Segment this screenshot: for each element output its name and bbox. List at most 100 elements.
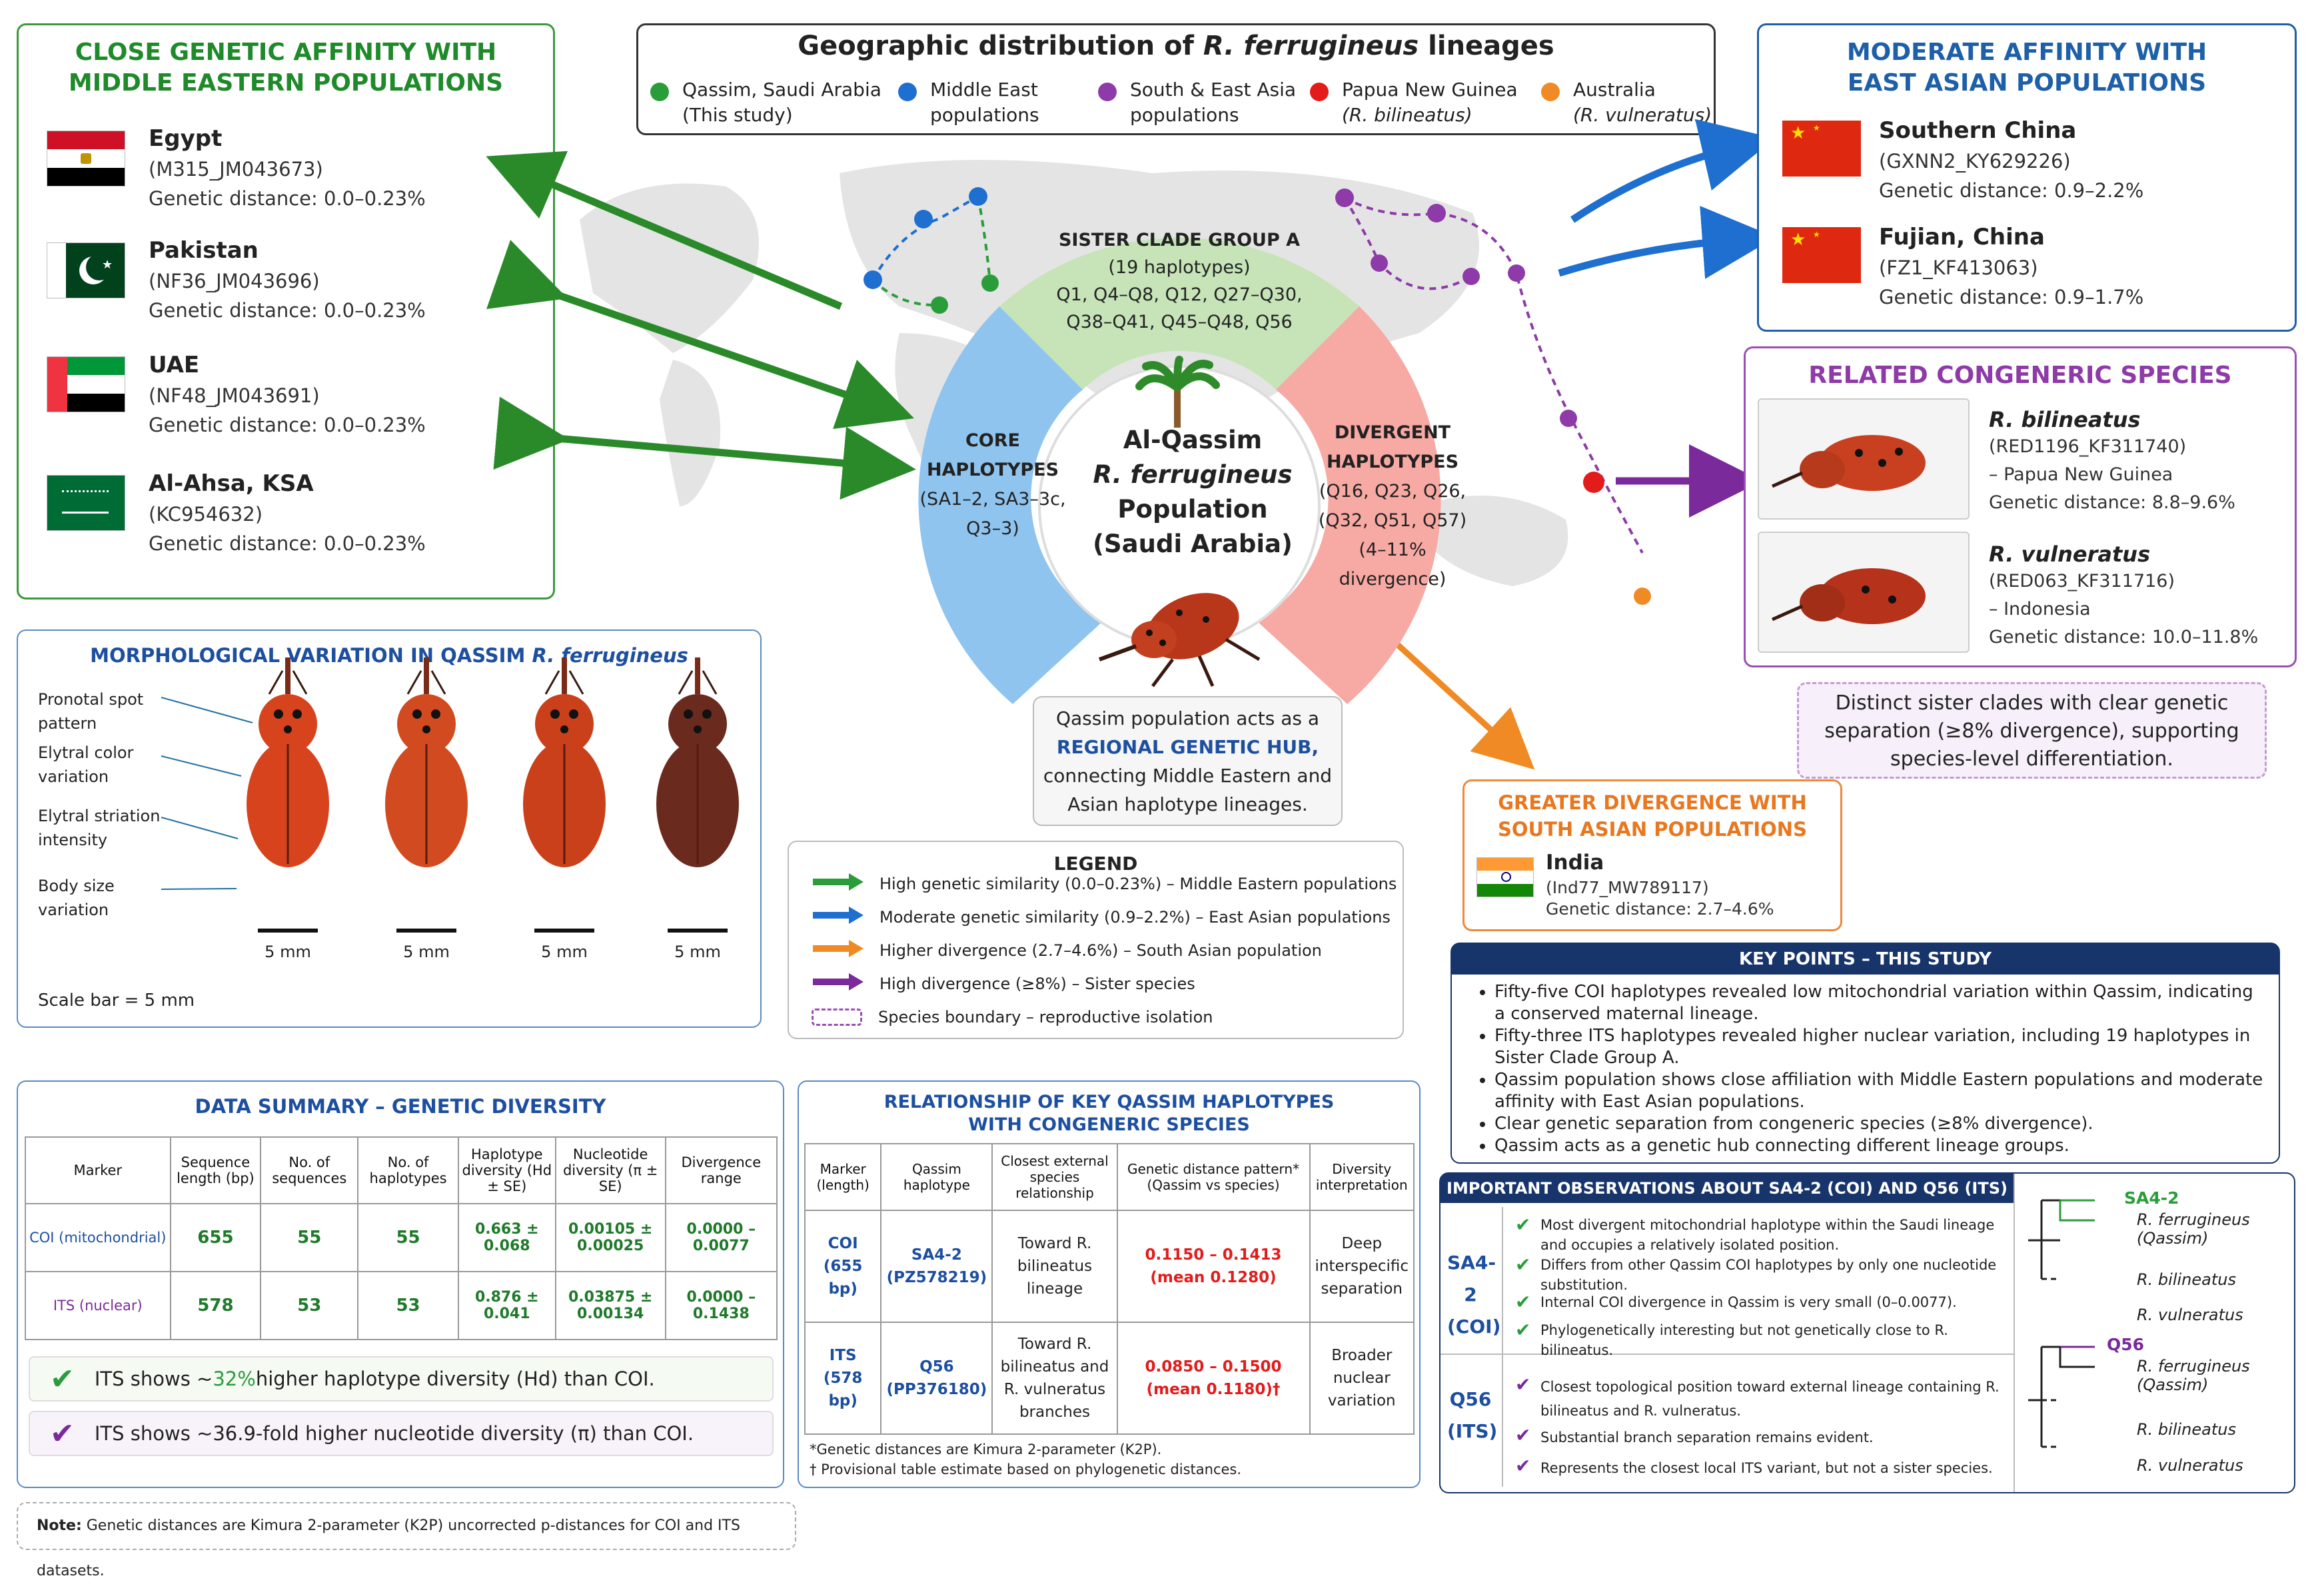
legend-arrow-icon (812, 939, 865, 963)
vulneratus-photo (1758, 532, 1970, 653)
key-point: Clear genetic separation from congeneric… (1494, 1113, 2263, 1135)
legend-panel: LEGEND (788, 841, 1404, 1039)
legend-item: Higher divergence (2.7–4.6%) – South Asi… (812, 938, 1322, 963)
observation-item: Represents the closest local ITS variant… (1540, 1460, 1993, 1476)
column-header: Divergence range (664, 1136, 778, 1204)
table-cell: 0.1150 – 0.1413 (mean 0.1280) (1116, 1210, 1311, 1323)
table-cell: Broader nuclear variation (1309, 1322, 1415, 1435)
country-name: Southern China (1879, 117, 2077, 144)
map-legend-item: Australia(R. vulneratus) (1541, 77, 1712, 128)
species-boundary-note: Distinct sister clades with clear geneti… (1797, 682, 2267, 779)
table-cell: Deep interspecific separation (1309, 1210, 1415, 1323)
table-cell: 53 (260, 1271, 359, 1340)
key-points-panel: KEY POINTS – THIS STUDY Fifty-five COI h… (1451, 943, 2280, 1164)
table-cell: 0.0850 – 0.1500 (mean 0.1180)† (1116, 1322, 1311, 1435)
genetic-distance: Genetic distance: 0.0–0.23% (149, 187, 426, 210)
table-cell: COI (mitochondrial) (25, 1203, 171, 1272)
column-header: No. of sequences (260, 1136, 359, 1204)
column-header: No. of haplotypes (357, 1136, 459, 1204)
page-title: Geographic distribution of R. ferrugineu… (798, 31, 1554, 61)
scale-bar-label: 5 mm (265, 943, 311, 961)
locality: – Papua New Guinea (1989, 464, 2173, 485)
column-header: Qassim haplotype (880, 1143, 993, 1211)
table-cell: 0.0000 – 0.0077 (664, 1203, 778, 1272)
observation-item: Differs from other Qassim COI haplotypes… (1540, 1257, 1997, 1293)
check-icon: ✔ (1515, 1254, 1531, 1276)
legend-title: LEGEND (1053, 853, 1138, 875)
observation-item: Substantial branch separation remains ev… (1540, 1429, 1874, 1445)
table-cell: 55 (260, 1203, 359, 1272)
genetic-distance: Genetic distance: 0.0–0.23% (149, 532, 426, 555)
legend-item: High divergence (≥8%) – Sister species (812, 971, 1195, 996)
column-header: Haplotype diversity (Hd ± SE) (457, 1136, 556, 1204)
palm-tree-icon (1135, 356, 1220, 428)
check-icon: ✔ (50, 1416, 75, 1451)
observation-item: Closest topological position toward exte… (1540, 1379, 2000, 1419)
accession-code: (NF36_JM043696) (149, 270, 320, 292)
genetic-distance: Genetic distance: 8.8–9.6% (1989, 492, 2235, 513)
india-name: India (1546, 851, 1604, 875)
species-name: R. bilineatus (1989, 407, 2141, 432)
table-cell: COI (655 bp) (804, 1210, 882, 1323)
accession-code: (KC954632) (149, 503, 263, 526)
observation-item: Phylogenetically interesting but not gen… (1540, 1322, 1948, 1358)
table-cell: SA4-2 (PZ578219) (880, 1210, 993, 1323)
footnote-1: *Genetic distances are Kimura 2-paramete… (810, 1441, 1162, 1457)
genetic-hub-box: Qassim population acts as a REGIONAL GEN… (1033, 696, 1343, 826)
tree1-leaf-1: R. ferrugineus (Qassim) (2137, 1210, 2250, 1248)
country-name: Fujian, China (1879, 224, 2045, 250)
country-name: Egypt (149, 125, 223, 152)
table-row: COI (655 bp)SA4-2 (PZ578219)Toward R. bi… (804, 1210, 1415, 1323)
scale-note: Scale bar = 5 mm (38, 991, 195, 1010)
uae-flag-icon (47, 356, 125, 412)
table-cell: 0.663 ± 0.068 (457, 1203, 556, 1272)
genetic-distance: Genetic distance: 0.9–2.2% (1879, 179, 2144, 202)
saudi-flag-icon (47, 475, 125, 531)
tree1-leaf-2: R. bilineatus (2137, 1270, 2236, 1289)
hd-note: ✔ ITS shows ~32% higher haplotype divers… (29, 1356, 774, 1401)
column-header: Genetic distance pattern* (Qassim vs spe… (1116, 1143, 1311, 1211)
map-legend-item: Papua New Guinea(R. bilineatus) (1310, 77, 1518, 128)
check-icon: ✔ (1515, 1424, 1531, 1446)
scale-bar-label: 5 mm (541, 943, 588, 961)
tree1-leaf-3: R. vulneratus (2137, 1306, 2243, 1324)
key-points-title: KEY POINTS – THIS STUDY (1452, 944, 2279, 975)
india-flag-icon (1476, 857, 1534, 897)
bilineatus-photo (1758, 398, 1970, 520)
legend-arrow-icon (812, 872, 865, 896)
accession-code: (RED1196_KF311740) (1989, 436, 2187, 457)
map-legend-panel: Geographic distribution of R. ferrugineu… (636, 23, 1716, 135)
pi-note: ✔ ITS shows ~36.9-fold higher nucleotide… (29, 1411, 774, 1456)
accession-code: (GXNN2_KY629226) (1879, 150, 2071, 173)
tree2-leaf-3: R. vulneratus (2137, 1456, 2243, 1475)
genetic-distance: Genetic distance: 0.0–0.23% (149, 299, 426, 322)
china-flag-icon-2: ★★ (1782, 227, 1861, 283)
india-code: (Ind77_MW789117) (1546, 878, 1709, 897)
accession-code: (RED063_KF311716) (1989, 571, 2175, 592)
legend-dot-icon (650, 83, 669, 101)
weevil-specimen-icon (523, 657, 606, 933)
haplotype-wheel (918, 237, 1441, 704)
species-name: R. vulneratus (1989, 542, 2151, 567)
genetic-distance: Genetic distance: 0.9–1.7% (1879, 286, 2144, 308)
column-header: Marker (25, 1136, 171, 1204)
key-point: Fifty-three ITS haplotypes revealed high… (1494, 1025, 2263, 1069)
column-header: Sequence length (bp) (169, 1136, 262, 1204)
data-summary-title: DATA SUMMARY – GENETIC DIVERSITY (195, 1095, 606, 1118)
q56-label: Q56(ITS) (1447, 1388, 1498, 1442)
footer-note: Note: Genetic distances are Kimura 2-par… (17, 1502, 796, 1579)
observation-item: Internal COI divergence in Qassim is ver… (1540, 1294, 1957, 1310)
accession-code: (NF48_JM043691) (149, 384, 320, 407)
footnote-2: † Provisional table estimate based on ph… (810, 1461, 1242, 1477)
tree1-node: SA4-2 (2124, 1188, 2179, 1208)
